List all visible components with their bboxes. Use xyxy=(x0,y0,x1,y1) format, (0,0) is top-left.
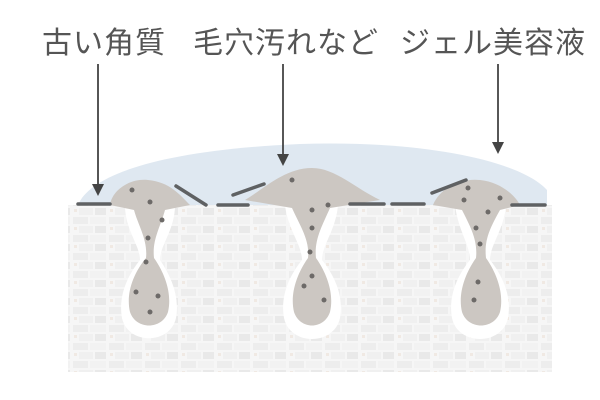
keratin-flakes xyxy=(76,178,547,207)
arrows xyxy=(92,64,504,196)
dirt-particles xyxy=(129,177,503,315)
label-pore-dirt: 毛穴汚れなど xyxy=(193,26,379,61)
pore-center xyxy=(245,168,380,339)
pore-right xyxy=(433,179,520,339)
label-gel-serum: ジェル美容液 xyxy=(400,26,586,61)
pore-left xyxy=(110,179,190,339)
label-old-keratin: 古い角質 xyxy=(42,26,166,61)
